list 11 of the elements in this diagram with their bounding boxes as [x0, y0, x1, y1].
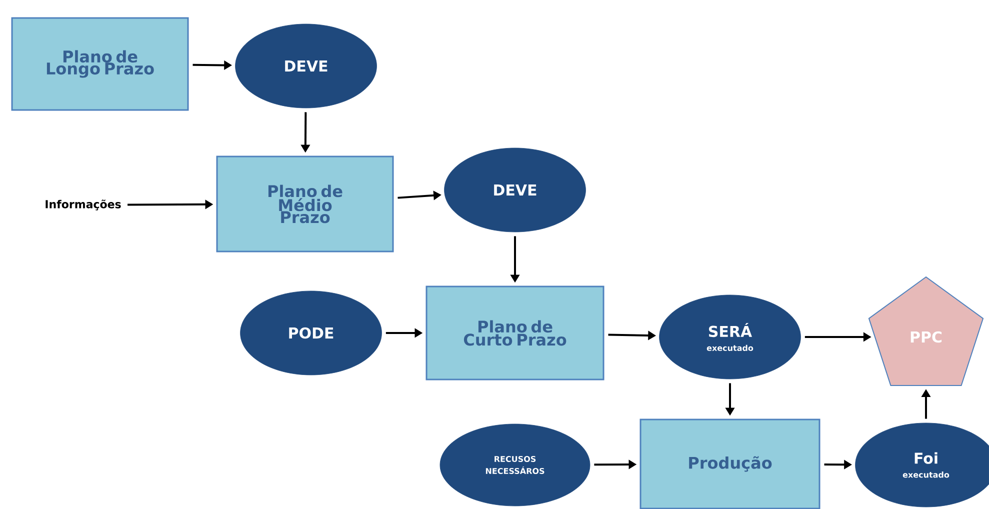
- ellipse-node: SERÁ executado: [659, 294, 801, 380]
- plan-box: Plano de Longo Prazo: [11, 17, 189, 111]
- ellipse-node: DEVE: [235, 24, 377, 108]
- bare-label: Informações: [46, 200, 121, 210]
- plan-box: Produção: [640, 418, 820, 509]
- ellipse-node: DEVE: [444, 148, 586, 232]
- ellipse-node: PODE: [240, 290, 382, 376]
- ellipse-node: RECUSOS NECESSÁROS: [440, 424, 590, 506]
- ellipse-node: Foi executado: [855, 422, 989, 508]
- plan-box: Plano de Curto Prazo: [426, 286, 604, 380]
- plan-box: Plano de Médio Prazo: [216, 156, 394, 252]
